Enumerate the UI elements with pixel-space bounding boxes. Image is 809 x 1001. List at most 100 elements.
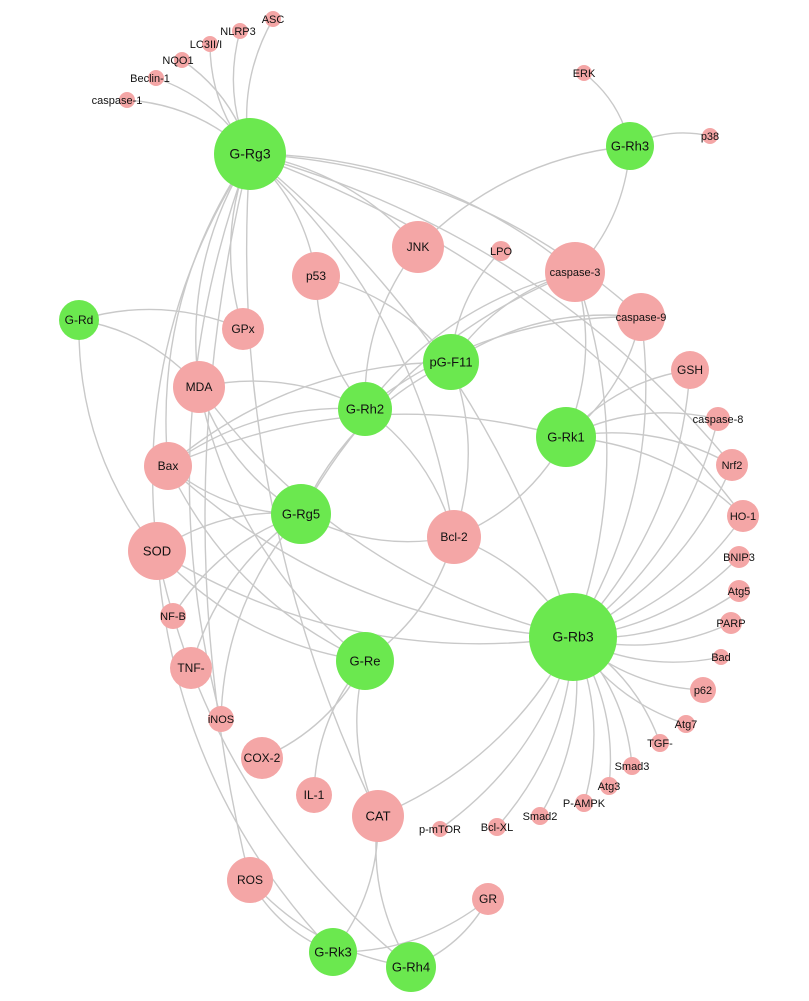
node-g-rd[interactable]: G-Rd [59, 300, 99, 340]
node-nqo1[interactable]: NQO1 [162, 52, 194, 68]
node-erk[interactable]: ERK [573, 65, 596, 81]
node-g-rg3-label: G-Rg3 [229, 146, 270, 162]
node-g-rh4[interactable]: G-Rh4 [386, 942, 436, 992]
node-ho-1[interactable]: HO-1 [727, 500, 759, 532]
node-atg5[interactable]: Atg5 [728, 580, 751, 602]
node-g-rk1[interactable]: G-Rk1 [536, 407, 596, 467]
node-bnip3[interactable]: BNIP3 [723, 546, 755, 568]
node-nrf2[interactable]: Nrf2 [716, 449, 748, 481]
node-inos[interactable]: iNOS [208, 706, 234, 732]
node-p53-label: p53 [306, 269, 326, 283]
node-bad[interactable]: Bad [711, 649, 731, 665]
node-caspase-1-label: caspase-1 [92, 95, 143, 107]
node-tnf-label: TNF- [177, 661, 204, 675]
node-asc[interactable]: ASC [262, 11, 285, 27]
node-caspase-1[interactable]: caspase-1 [92, 92, 143, 108]
node-g-rg5[interactable]: G-Rg5 [271, 484, 331, 544]
node-bnip3-circle [728, 546, 750, 568]
node-gr[interactable]: GR [472, 883, 504, 915]
node-p53[interactable]: p53 [292, 252, 340, 300]
node-jnk-circle [392, 221, 444, 273]
node-bcl-xl[interactable]: Bcl-XL [481, 818, 513, 836]
node-p53-circle [292, 252, 340, 300]
node-caspase-9-label: caspase-9 [616, 312, 667, 324]
node-tgf-label: TGF- [647, 738, 673, 750]
node-beclin-1-circle [148, 70, 164, 86]
node-caspase-3[interactable]: caspase-3 [545, 242, 605, 302]
node-parp-circle [720, 612, 742, 634]
node-bcl-2-label: Bcl-2 [440, 530, 468, 544]
node-gpx-circle [222, 308, 264, 350]
node-g-rg3-circle [214, 118, 286, 190]
node-g-rd-label: G-Rd [65, 313, 94, 327]
node-bcl-2-circle [427, 510, 481, 564]
node-bcl-2[interactable]: Bcl-2 [427, 510, 481, 564]
node-lc3ii[interactable]: LC3II/I [190, 36, 222, 52]
node-g-rk3-label: G-Rk3 [314, 944, 352, 959]
node-bax[interactable]: Bax [144, 442, 192, 490]
node-g-re[interactable]: G-Re [336, 632, 394, 690]
node-p-ampk-label: P-AMPK [563, 798, 606, 810]
node-nf-b-circle [160, 603, 186, 629]
node-atg7[interactable]: Atg7 [675, 715, 698, 733]
node-p62[interactable]: p62 [690, 677, 716, 703]
node-g-rh4-label: G-Rh4 [392, 959, 430, 974]
node-tnf[interactable]: TNF- [170, 647, 212, 689]
node-inos-circle [208, 706, 234, 732]
node-ho-1-label: HO-1 [730, 511, 756, 523]
node-g-rh4-circle [386, 942, 436, 992]
node-g-rk3[interactable]: G-Rk3 [309, 928, 357, 976]
node-smad2[interactable]: Smad2 [523, 807, 558, 825]
node-inos-label: iNOS [208, 714, 234, 726]
node-lc3ii-label: LC3II/I [190, 39, 222, 51]
node-cox-2-label: COX-2 [244, 751, 281, 765]
node-sod-label: SOD [143, 543, 171, 558]
edge-pg-f11-caspase-9 [450, 314, 642, 363]
node-g-rb3[interactable]: G-Rb3 [529, 593, 617, 681]
edge-g-re-bax [167, 465, 366, 662]
node-cox-2[interactable]: COX-2 [241, 737, 283, 779]
node-g-re-label: G-Re [349, 653, 380, 668]
node-parp[interactable]: PARP [716, 612, 746, 634]
node-atg3[interactable]: Atg3 [598, 777, 621, 795]
node-mda[interactable]: MDA [173, 361, 225, 413]
node-gsh[interactable]: GSH [671, 351, 709, 389]
node-tgf[interactable]: TGF- [647, 734, 673, 752]
node-ros[interactable]: ROS [227, 857, 273, 903]
node-erk-label: ERK [573, 68, 596, 80]
node-lc3ii-circle [202, 36, 218, 52]
node-bcl-xl-circle [488, 818, 506, 836]
edge-g-rg3-inos [188, 153, 251, 720]
node-nlrp3[interactable]: NLRP3 [220, 23, 256, 39]
node-p62-label: p62 [694, 685, 712, 697]
node-g-rh2[interactable]: G-Rh2 [338, 382, 392, 436]
node-ros-circle [227, 857, 273, 903]
node-p-ampk[interactable]: P-AMPK [563, 794, 606, 812]
node-gpx[interactable]: GPx [222, 308, 264, 350]
edge-g-rh3-jnk [417, 145, 631, 248]
node-p38[interactable]: p38 [701, 128, 719, 144]
node-sod[interactable]: SOD [128, 522, 186, 580]
node-cat[interactable]: CAT [352, 790, 404, 842]
node-pg-f11[interactable]: pG-F11 [423, 334, 479, 390]
node-p-mtor[interactable]: p-mTOR [419, 821, 461, 837]
node-smad3[interactable]: Smad3 [615, 757, 650, 775]
node-gsh-label: GSH [677, 363, 703, 377]
node-g-re-circle [336, 632, 394, 690]
node-smad2-label: Smad2 [523, 811, 558, 823]
node-ho-1-circle [727, 500, 759, 532]
node-mda-label: MDA [186, 380, 213, 394]
node-g-rh3[interactable]: G-Rh3 [606, 122, 654, 170]
node-lpo[interactable]: LPO [490, 241, 512, 261]
node-caspase-8[interactable]: caspase-8 [693, 407, 744, 431]
node-jnk[interactable]: JNK [392, 221, 444, 273]
node-caspase-9[interactable]: caspase-9 [616, 293, 667, 341]
node-beclin-1-label: Beclin-1 [130, 73, 170, 85]
node-nf-b-label: NF-B [160, 611, 186, 623]
node-beclin-1[interactable]: Beclin-1 [130, 70, 170, 86]
node-il-1[interactable]: IL-1 [296, 777, 332, 813]
node-nf-b[interactable]: NF-B [160, 603, 186, 629]
node-g-rg3[interactable]: G-Rg3 [214, 118, 286, 190]
